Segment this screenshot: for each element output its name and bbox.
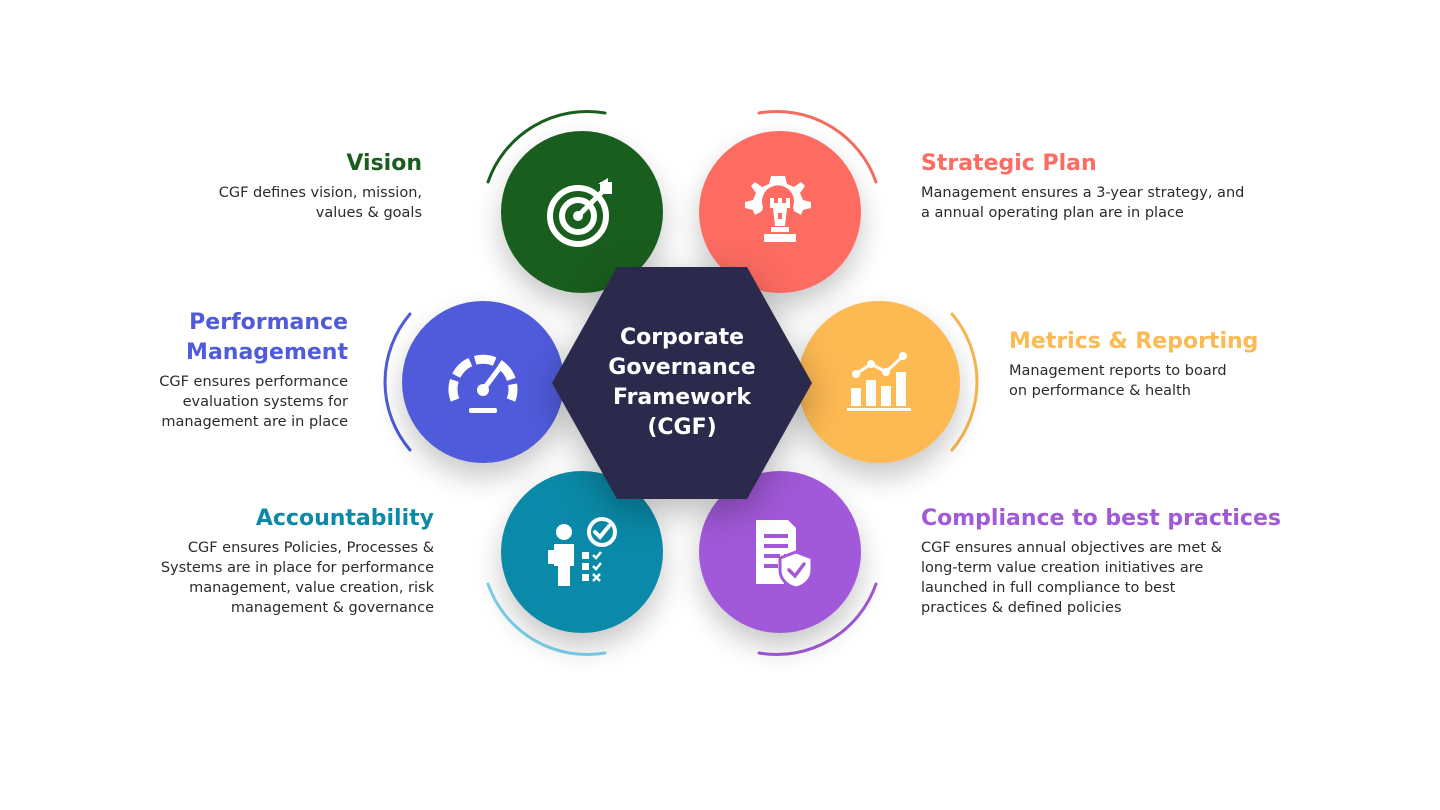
vision-arc xyxy=(486,109,607,184)
hexagon-shadow: Corporate Governance Framework (CGF) xyxy=(552,267,812,499)
strategic-title: Strategic Plan xyxy=(921,151,1097,176)
accountability-title: Accountability xyxy=(255,506,434,531)
bar-chart-trend-icon xyxy=(847,352,911,411)
performance-title: Performance Management xyxy=(186,310,348,365)
performance-circle xyxy=(402,301,564,463)
document-shield-icon xyxy=(756,520,814,590)
speedometer-icon xyxy=(448,354,518,413)
center-title: Corporate Governance Framework (CGF) xyxy=(608,325,756,440)
chess-rook-gear-icon xyxy=(745,176,811,242)
compliance-title: Compliance to best practices xyxy=(921,506,1281,531)
metrics-desc: Management reports to board on performan… xyxy=(1009,363,1227,399)
accountability-block: Accountability CGF ensures Policies, Pro… xyxy=(161,504,434,618)
vision-circle xyxy=(501,131,663,293)
person-checklist-icon xyxy=(548,517,617,586)
performance-block: Performance Management CGF ensures perfo… xyxy=(159,308,348,432)
performance-arc xyxy=(383,312,412,452)
compliance-block: Compliance to best practices CGF ensures… xyxy=(921,504,1281,618)
target-icon xyxy=(547,178,612,247)
center-hexagon: Corporate Governance Framework (CGF) xyxy=(552,267,812,499)
metrics-title: Metrics & Reporting xyxy=(1009,329,1259,354)
metrics-block: Metrics & Reporting Management reports t… xyxy=(1009,327,1258,401)
performance-desc: CGF ensures performance evaluation syste… xyxy=(159,374,348,430)
metrics-circle xyxy=(798,301,960,463)
strategic-block: Strategic Plan Management ensures a 3-ye… xyxy=(921,149,1244,223)
compliance-arc xyxy=(757,582,878,657)
strategic-arc xyxy=(757,109,878,184)
vision-desc: CGF defines vision, mission, values & go… xyxy=(218,185,422,221)
accountability-arc xyxy=(486,582,607,657)
vision-block: Vision CGF defines vision, mission, valu… xyxy=(219,149,422,223)
compliance-circle xyxy=(699,471,861,633)
accountability-desc: CGF ensures Policies, Processes & System… xyxy=(160,540,434,616)
strategic-circle xyxy=(699,131,861,293)
strategic-desc: Management ensures a 3-year strategy, an… xyxy=(921,185,1245,221)
metrics-arc xyxy=(950,312,979,452)
vision-title: Vision xyxy=(346,151,422,176)
compliance-desc: CGF ensures annual objectives are met & … xyxy=(921,540,1222,616)
